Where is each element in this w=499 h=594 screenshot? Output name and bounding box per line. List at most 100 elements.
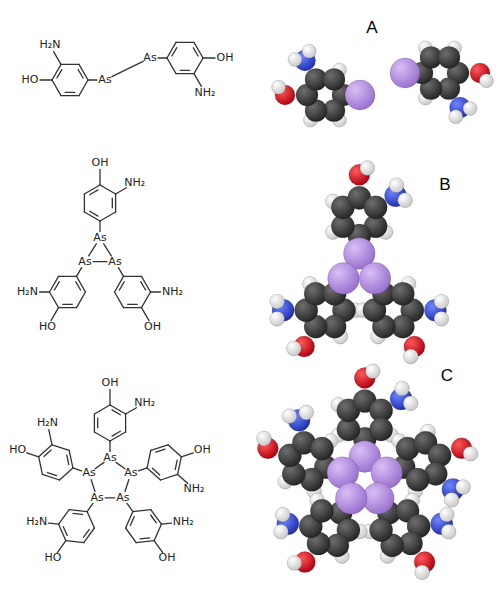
bond xyxy=(125,414,126,432)
bond xyxy=(109,441,110,452)
bond xyxy=(40,291,50,292)
atom-sphere xyxy=(434,311,449,326)
bond xyxy=(77,268,82,277)
atom-sphere xyxy=(415,565,430,580)
atom-label: As xyxy=(78,255,91,269)
bond xyxy=(158,57,167,58)
bond xyxy=(90,211,98,216)
bond xyxy=(142,276,151,292)
bond xyxy=(141,282,146,290)
bond xyxy=(65,92,75,93)
bond xyxy=(142,308,150,321)
atom-sphere xyxy=(395,381,410,396)
bond xyxy=(142,292,151,308)
bond xyxy=(181,453,193,457)
bond xyxy=(63,304,73,305)
bond-lines xyxy=(27,42,215,552)
bond xyxy=(151,515,157,523)
bond xyxy=(147,450,151,468)
bond xyxy=(100,212,116,221)
bond xyxy=(175,460,177,470)
atom-sphere xyxy=(398,193,413,208)
bond xyxy=(60,468,73,480)
bond xyxy=(57,70,62,78)
atom-sphere xyxy=(463,446,478,461)
bond xyxy=(59,510,70,525)
atom-sphere xyxy=(449,110,463,124)
bond xyxy=(176,42,194,43)
bond xyxy=(130,517,134,526)
atom-sphere xyxy=(275,507,290,522)
bond xyxy=(94,414,95,432)
bond xyxy=(95,462,104,468)
bond xyxy=(89,244,97,256)
atom-label: OH xyxy=(144,320,161,334)
bond xyxy=(133,510,151,512)
bond xyxy=(91,480,95,492)
bond xyxy=(39,457,43,475)
atom-sphere xyxy=(288,53,302,67)
atom-sphere xyxy=(441,524,456,539)
bond xyxy=(84,529,90,537)
bond xyxy=(172,48,177,56)
bond xyxy=(180,70,190,71)
bond xyxy=(94,432,110,441)
atom-sphere xyxy=(391,282,414,305)
bond xyxy=(161,474,178,480)
bond xyxy=(136,541,154,543)
atom-sphere xyxy=(310,499,333,522)
bond xyxy=(104,244,112,256)
atom-label: H₂N xyxy=(37,416,58,430)
bond xyxy=(194,42,203,58)
bond xyxy=(87,512,94,528)
bond xyxy=(61,95,79,96)
atom-label: HO xyxy=(22,73,39,87)
atom-label: NH₂ xyxy=(173,515,194,529)
atom-sphere xyxy=(359,263,391,295)
bond xyxy=(77,292,86,308)
bond xyxy=(167,42,176,58)
atom-label: H₂N xyxy=(26,515,47,529)
bond xyxy=(61,64,79,65)
bond xyxy=(76,282,81,290)
atom-label: As xyxy=(143,51,156,65)
bond xyxy=(79,80,88,96)
bond xyxy=(52,445,69,451)
panel-letter: C xyxy=(441,366,453,386)
atom-label: NH₂ xyxy=(134,396,155,410)
atom-sphere xyxy=(274,524,289,539)
bond xyxy=(69,450,73,468)
bond xyxy=(97,418,98,428)
bond xyxy=(127,503,133,511)
atom-sphere xyxy=(364,196,387,219)
bond xyxy=(90,190,98,195)
atom-sphere xyxy=(463,102,477,116)
bond xyxy=(59,276,77,277)
atom-label: NH₂ xyxy=(183,482,204,496)
bond xyxy=(116,462,125,468)
bond xyxy=(57,541,66,553)
bond xyxy=(124,276,142,277)
bond xyxy=(93,261,107,262)
atom-sphere xyxy=(370,418,393,441)
atom-label: H₂N xyxy=(17,285,38,299)
bond xyxy=(161,523,171,524)
atom-sphere xyxy=(389,178,404,193)
bond xyxy=(194,74,201,87)
bond xyxy=(112,410,120,415)
bond xyxy=(40,79,52,80)
atom-label: NH₂ xyxy=(195,86,216,100)
atom-label: HO xyxy=(39,320,56,334)
bond xyxy=(77,276,86,292)
atom-sphere xyxy=(479,74,493,88)
atom-sphere xyxy=(365,364,380,379)
bond xyxy=(154,541,163,553)
bond xyxy=(84,528,95,543)
bond xyxy=(63,527,67,536)
bond xyxy=(176,73,194,74)
bond xyxy=(125,480,129,492)
bond xyxy=(84,194,85,212)
bond xyxy=(126,528,137,543)
